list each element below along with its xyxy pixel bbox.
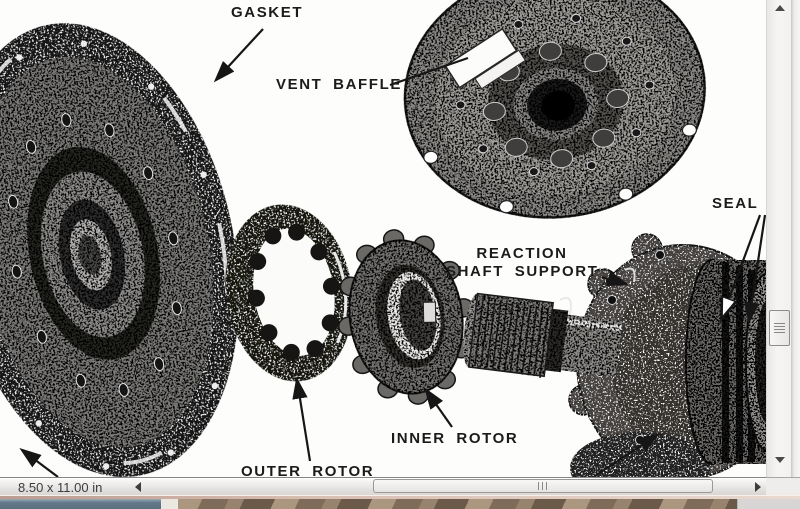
- label-inner-rotor: INNER ROTOR: [391, 430, 519, 447]
- background-panel: [737, 499, 800, 509]
- scroll-down-button[interactable]: [767, 452, 792, 468]
- label-gasket: GASKET: [231, 4, 304, 21]
- triangle-left-icon: [135, 481, 141, 492]
- document-page[interactable]: GASKET VENT BAFFLE SEAL RI REACTION SHAF…: [0, 0, 766, 477]
- scroll-right-button[interactable]: [750, 478, 766, 495]
- triangle-down-icon: [774, 457, 785, 463]
- vertical-scrollbar-thumb[interactable]: [769, 310, 790, 346]
- background-window-bar: [0, 499, 161, 509]
- triangle-right-icon: [755, 481, 761, 492]
- page-size-indicator: 8.50 x 11.00 in: [18, 480, 103, 495]
- scroll-up-button[interactable]: [767, 0, 792, 16]
- background-desktop-strip: [0, 499, 800, 509]
- thumb-grip-icon: [774, 322, 785, 334]
- triangle-up-icon: [774, 5, 785, 11]
- label-reaction-shaft-support: REACTION SHAFT SUPPORT: [446, 245, 598, 281]
- exploded-parts-diagram: [0, 0, 766, 477]
- label-seal-rings: SEAL RI: [712, 195, 766, 212]
- horizontal-scrollbar-thumb[interactable]: [373, 479, 713, 493]
- scrollbar-corner: [766, 477, 800, 495]
- vertical-scrollbar[interactable]: [766, 0, 791, 477]
- status-bar[interactable]: 8.50 x 11.00 in: [0, 477, 766, 495]
- window-right-border: [791, 0, 800, 495]
- window-bottom-border: [0, 495, 800, 499]
- label-outer-rotor: OUTER ROTOR: [241, 463, 375, 477]
- background-gap: [161, 499, 178, 509]
- scroll-left-button[interactable]: [130, 478, 146, 495]
- background-photo: [178, 499, 737, 509]
- thumb-grip-icon: [538, 482, 548, 490]
- label-reaction-line2: SHAFT SUPPORT: [446, 263, 599, 280]
- label-reaction-line1: REACTION: [476, 245, 568, 262]
- label-vent-baffle: VENT BAFFLE: [276, 76, 402, 93]
